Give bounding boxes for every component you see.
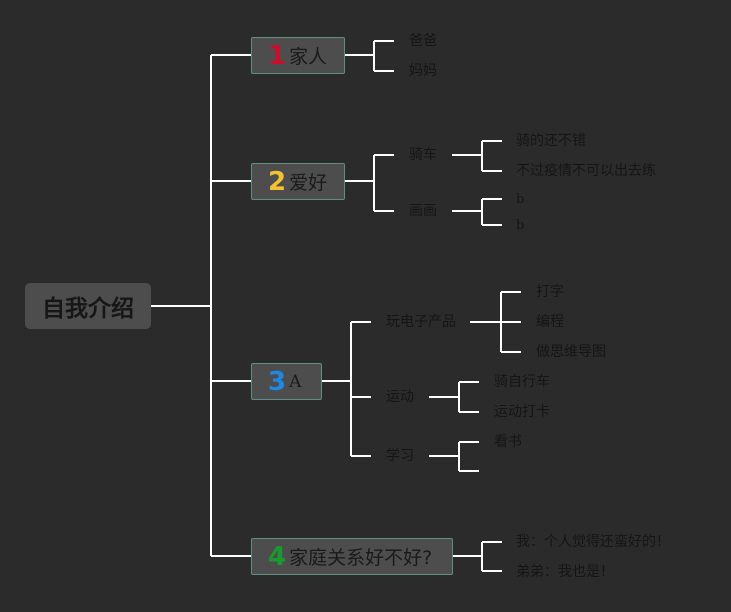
leaf-2-1-2[interactable]: 不过疫情不可以出去练 — [516, 163, 656, 179]
branch-title-2: 爱好 — [289, 172, 328, 194]
leaf-2-2-2[interactable]: b — [516, 218, 525, 233]
subtopic-3-1[interactable]: 玩电子产品 — [386, 314, 456, 330]
leaf-3-1-2[interactable]: 编程 — [536, 314, 564, 330]
leaf-3-2-1[interactable]: 骑自行车 — [494, 374, 550, 390]
root-title: 自我介绍 — [42, 296, 134, 322]
branch-title-1: 家人 — [289, 46, 328, 68]
subtopic-2-2[interactable]: 画画 — [409, 203, 437, 219]
root-node[interactable]: 自我介绍 — [25, 283, 151, 329]
branch-node-2[interactable]: 2 爱好 — [251, 163, 345, 200]
subtopic-3-2[interactable]: 运动 — [386, 389, 414, 405]
branch-node-3[interactable]: 3 A — [251, 363, 322, 400]
leaf-3-1-3[interactable]: 做思维导图 — [536, 344, 606, 360]
branch-number-1: 1 — [268, 40, 287, 71]
branch-node-1[interactable]: 1 家人 — [251, 37, 345, 74]
branch-title-4: 家庭关系好不好? — [289, 547, 433, 569]
branch-title-3: A — [289, 371, 302, 392]
leaf-2-2-1[interactable]: b — [516, 192, 525, 207]
subtopic-3-3[interactable]: 学习 — [386, 448, 414, 464]
branch-number-4: 4 — [268, 541, 287, 572]
branch-number-3: 3 — [268, 366, 287, 397]
branch-number-2: 2 — [268, 166, 287, 197]
leaf-3-2-2[interactable]: 运动打卡 — [494, 404, 550, 420]
leaf-1-1[interactable]: 爸爸 — [409, 33, 437, 49]
leaf-3-1-1[interactable]: 打字 — [536, 284, 564, 300]
subtopic-2-1[interactable]: 骑车 — [409, 147, 437, 163]
leaf-1-2[interactable]: 妈妈 — [409, 63, 437, 79]
leaf-4-1[interactable]: 我：个人觉得还蛮好的！ — [516, 534, 670, 550]
leaf-3-3-1[interactable]: 看书 — [494, 434, 522, 450]
leaf-4-2[interactable]: 弟弟：我也是！ — [516, 564, 614, 580]
leaf-2-1-1[interactable]: 骑的还不错 — [516, 133, 586, 149]
branch-node-4[interactable]: 4 家庭关系好不好? — [251, 538, 453, 575]
